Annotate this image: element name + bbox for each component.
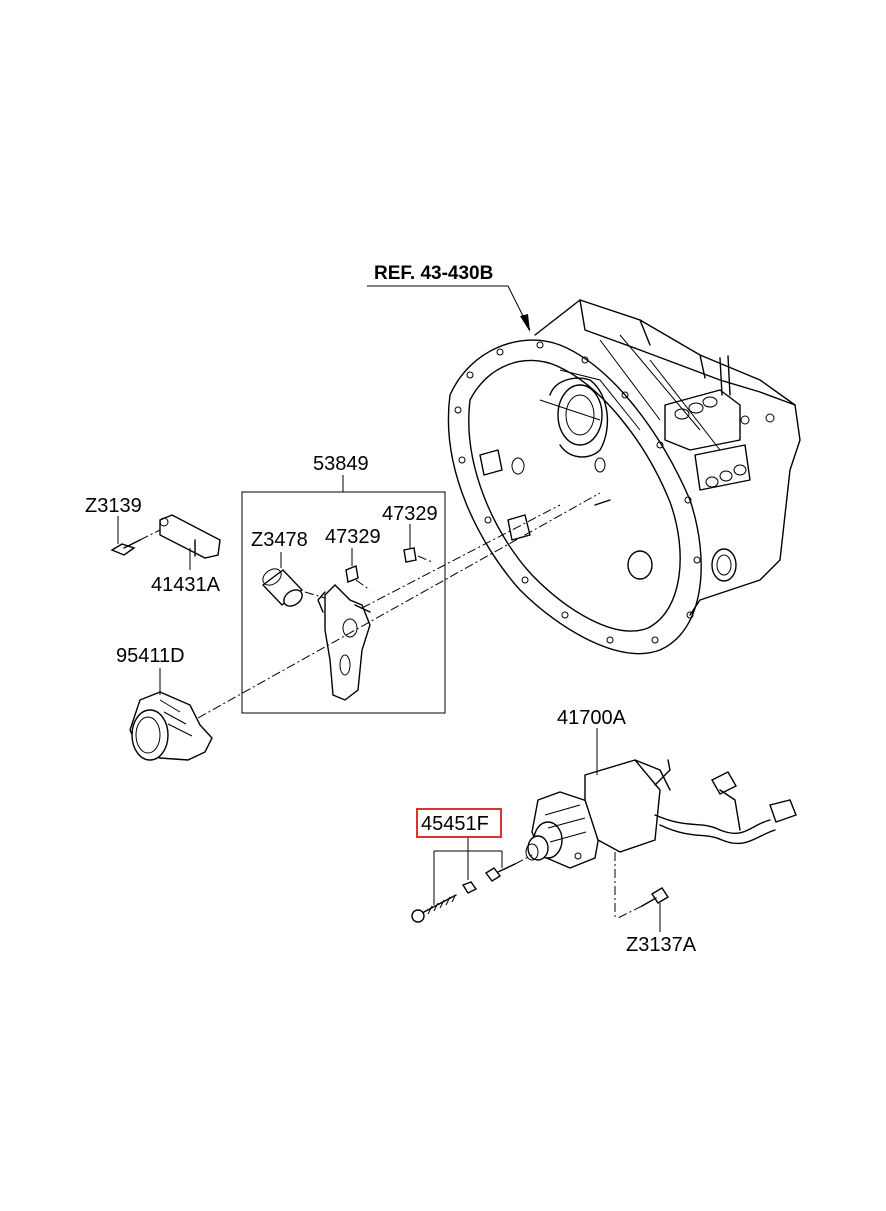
bolt-z3137a-label: Z3137A	[626, 934, 697, 956]
release-bearing-95411d-label: 95411D	[116, 645, 185, 667]
clip-47329-a-label: 47329	[325, 526, 381, 548]
pivot-41431a	[159, 514, 221, 559]
bolt-kit-45451f-leader	[433, 837, 503, 905]
concentric-slave-actuator-41700a	[525, 759, 797, 869]
clip-47329-a	[345, 565, 359, 583]
ref-housing-label: REF. 43-430B	[374, 263, 493, 284]
clip-47329-b-label: 47329	[382, 503, 438, 525]
bushing-z3478-label: Z3478	[251, 529, 308, 551]
bolt-z3139	[110, 529, 161, 556]
highlight-box	[416, 808, 502, 838]
bolt-kit-45451f-label: 45451F	[421, 813, 489, 835]
bolt-z3139-label: Z3139	[85, 495, 142, 517]
pivot-41431a-label: 41431A	[151, 574, 221, 596]
clip-47329-b	[403, 547, 417, 563]
fork-kit-label: 53849	[313, 453, 369, 475]
bushing-z3478	[261, 568, 304, 607]
assembly-centerlines	[197, 492, 601, 719]
fork-kit-group	[241, 475, 446, 714]
bolt-kit-45451f	[411, 854, 533, 923]
release-bearing-95411d	[129, 691, 213, 761]
release-fork	[317, 584, 371, 701]
bolt-z3137a	[614, 852, 669, 919]
actuator-41700a-label: 41700A	[557, 707, 627, 729]
transmission-housing	[447, 299, 801, 655]
ref-arrow-head-icon	[520, 314, 530, 332]
